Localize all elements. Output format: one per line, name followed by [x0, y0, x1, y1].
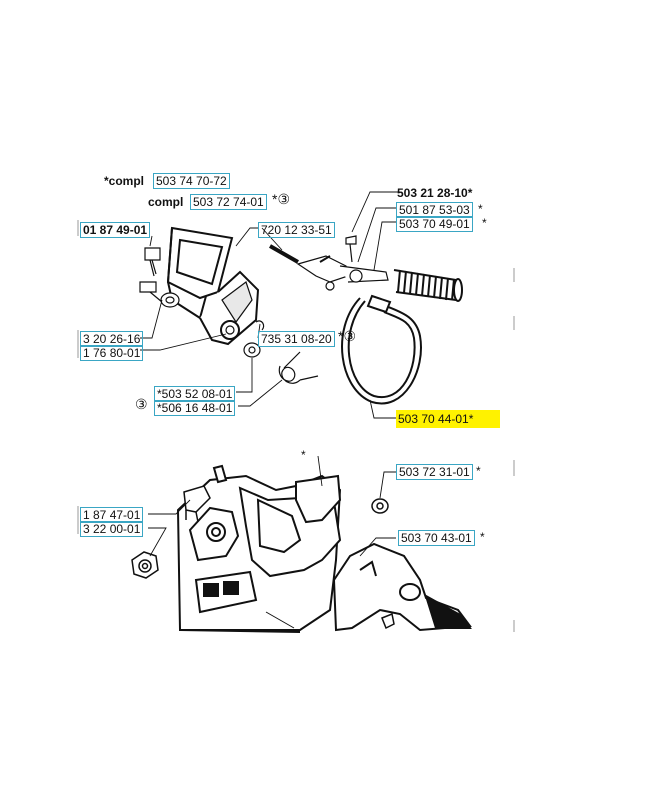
part-503-72-74-01[interactable]: 503 72 74-01	[190, 194, 267, 210]
part-01-87-49-01[interactable]: 01 87 49-01	[80, 222, 151, 238]
part-735-31-08-20-suffix: *③	[338, 328, 356, 344]
frame-marks	[77, 220, 515, 632]
part-503-72-31-01-suffix: *	[476, 464, 481, 478]
part-1-87-47-01[interactable]: 1 87 47-01	[80, 507, 144, 523]
brake-band-drawing	[341, 294, 422, 405]
part-3-22-00-01[interactable]: 3 22 00-01	[80, 521, 144, 537]
leader-lines-bottom	[148, 455, 396, 557]
small-screw-drawing	[381, 612, 395, 630]
part-3-20-26-16[interactable]: 3 20 26-16	[80, 331, 144, 347]
torsion-spring-drawing	[278, 351, 319, 384]
part-503-72-31-01[interactable]: 503 72 31-01	[396, 464, 473, 480]
part-503-70-44-01[interactable]: 503 70 44-01*	[396, 410, 500, 428]
part-503-70-43-01-suffix: *	[480, 530, 485, 544]
spring-drawing	[393, 269, 463, 302]
compl-b-suffix: *③	[272, 191, 290, 207]
brake-handle-drawing	[166, 226, 260, 346]
part-501-87-53-03-suffix: *	[478, 202, 483, 216]
circled-three: ③	[135, 396, 148, 412]
nut-drawing	[131, 551, 159, 579]
pin-drawing	[269, 244, 299, 264]
bushing-drawing	[243, 320, 265, 358]
lever-drawing	[296, 255, 389, 291]
screw-drawing	[345, 235, 357, 263]
cover-drawing	[332, 542, 472, 632]
compl-b-prefix: compl	[148, 195, 184, 209]
part-1-76-80-01[interactable]: 1 76 80-01	[80, 345, 144, 361]
cap-drawing	[371, 498, 389, 514]
part-720-12-33-51[interactable]: 720 12 33-51	[258, 222, 335, 238]
housing-drawing	[176, 464, 342, 633]
part-503-70-49-01[interactable]: 503 70 49-01	[396, 216, 473, 232]
housing-mount-drawing	[183, 485, 211, 523]
part-735-31-08-20[interactable]: 735 31 08-20	[258, 331, 335, 347]
part-503-52-08-01[interactable]: *503 52 08-01	[154, 386, 236, 402]
part-503-21-28-10: 503 21 28-10*	[397, 186, 473, 200]
part-503-74-70-72[interactable]: 503 74 70-72	[153, 173, 230, 189]
part-503-70-49-01-suffix: *	[482, 216, 487, 230]
star-mark: *	[301, 448, 306, 462]
compl-a-prefix: *compl	[104, 174, 145, 188]
part-503-70-43-01[interactable]: 503 70 43-01	[398, 530, 475, 546]
bolt-drawing	[139, 247, 180, 308]
part-506-16-48-01[interactable]: *506 16 48-01	[154, 400, 236, 416]
part-501-87-53-03[interactable]: 501 87 53-03	[396, 202, 473, 218]
